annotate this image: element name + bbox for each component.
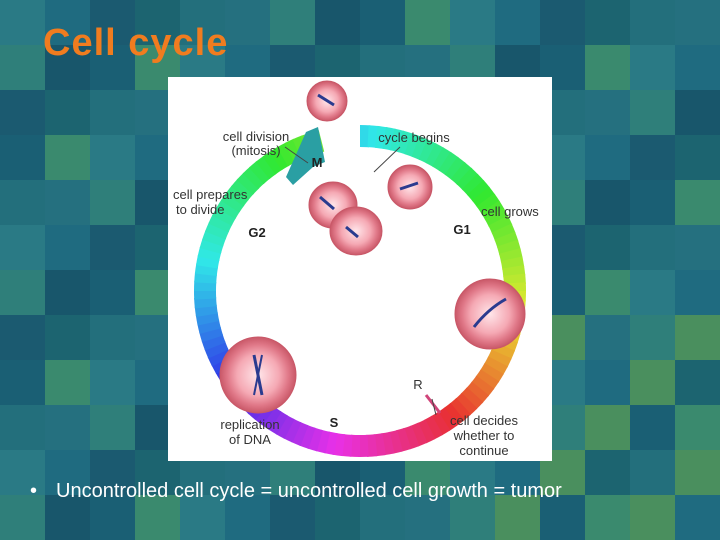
slide-title: Cell cycle: [43, 22, 229, 64]
phase-g1-label: G1: [453, 222, 470, 237]
pointer-cycle-begins: [373, 146, 401, 173]
separator-s-g1: [397, 408, 406, 430]
label-to-divide: to divide: [176, 202, 224, 217]
dividing-cell: [308, 181, 383, 256]
label-cell-division: cell division: [223, 129, 289, 144]
cell-cycle-diagram: cell division (mitosis) cycle begins cel…: [168, 77, 552, 461]
phase-g2-label: G2: [248, 225, 265, 240]
mitosis-stem: [286, 127, 325, 185]
label-continue: continue: [459, 443, 508, 458]
label-replication: replication: [220, 417, 279, 432]
cell-s-phase: [219, 336, 297, 414]
bullet-text: Uncontrolled cell cycle = uncontrolled c…: [56, 480, 562, 502]
separator-g2-s: [223, 293, 249, 304]
label-mitosis: (mitosis): [231, 143, 280, 158]
bullet-item: • Uncontrolled cell cycle = uncontrolled …: [30, 480, 710, 503]
restriction-point-label: R: [413, 377, 422, 392]
label-cell-grows: cell grows: [481, 204, 539, 219]
cell-top: [306, 80, 348, 122]
label-whether-to: whether to: [453, 428, 515, 443]
cell-early-g1: [387, 164, 433, 210]
label-cell-prepares: cell prepares: [173, 187, 248, 202]
cell-cycle-svg: cell division (mitosis) cycle begins cel…: [173, 80, 539, 458]
phase-m-label: M: [312, 155, 323, 170]
label-cell-decides: cell decides: [450, 413, 518, 428]
bullet-marker: •: [30, 480, 38, 502]
pointer-mitosis: [284, 146, 309, 164]
phase-s-label: S: [330, 415, 339, 430]
label-cycle-begins: cycle begins: [378, 130, 450, 145]
pointer-decides: [431, 398, 437, 416]
label-of-dna: of DNA: [229, 432, 271, 447]
cell-late-g1: [454, 278, 526, 350]
